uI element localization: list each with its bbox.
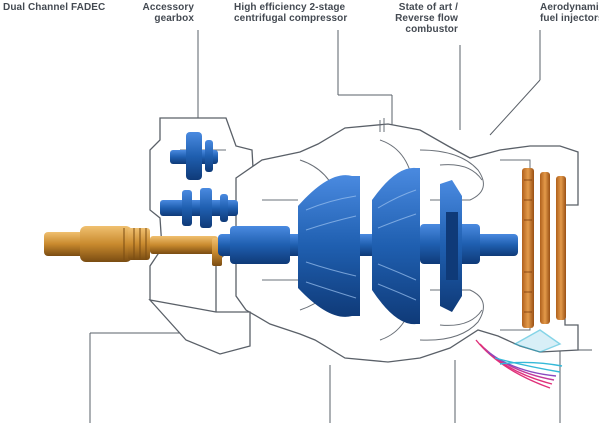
accessory-gears bbox=[160, 132, 238, 228]
injectors-label-line1: Aerodynamic bbox=[540, 2, 599, 13]
combustor-label-line1: State of art / bbox=[398, 2, 458, 13]
combustor-label: State of art / Reverse flow combustor bbox=[380, 2, 458, 35]
turbine-disc bbox=[440, 180, 462, 312]
gearbox-label-line2: gearbox bbox=[154, 13, 194, 24]
gearbox-label: Accessory gearbox bbox=[130, 2, 194, 24]
second-stage-impeller bbox=[372, 167, 420, 325]
gearbox-label-line1: Accessory bbox=[142, 2, 194, 13]
combustor-label-line2: Reverse flow bbox=[395, 13, 458, 24]
first-stage-impeller bbox=[298, 175, 360, 317]
compressor-label-line1: High efficiency 2-stage bbox=[234, 2, 346, 13]
fadec-label-line1: Dual Channel FADEC bbox=[3, 2, 106, 13]
combustor-label-line3: combustor bbox=[405, 24, 458, 35]
power-turbine bbox=[522, 168, 566, 328]
output-shaft bbox=[44, 226, 222, 266]
injectors-label-line2: fuel injectors bbox=[540, 13, 599, 24]
compressor-label-line2: centrifugal compressor bbox=[234, 13, 348, 24]
compressor-label: High efficiency 2-stage centrifugal comp… bbox=[234, 2, 347, 24]
logo-mark bbox=[475, 329, 563, 389]
fadec-label: Dual Channel FADEC bbox=[3, 2, 105, 13]
injectors-label: Aerodynamic fuel injectors bbox=[540, 2, 599, 24]
